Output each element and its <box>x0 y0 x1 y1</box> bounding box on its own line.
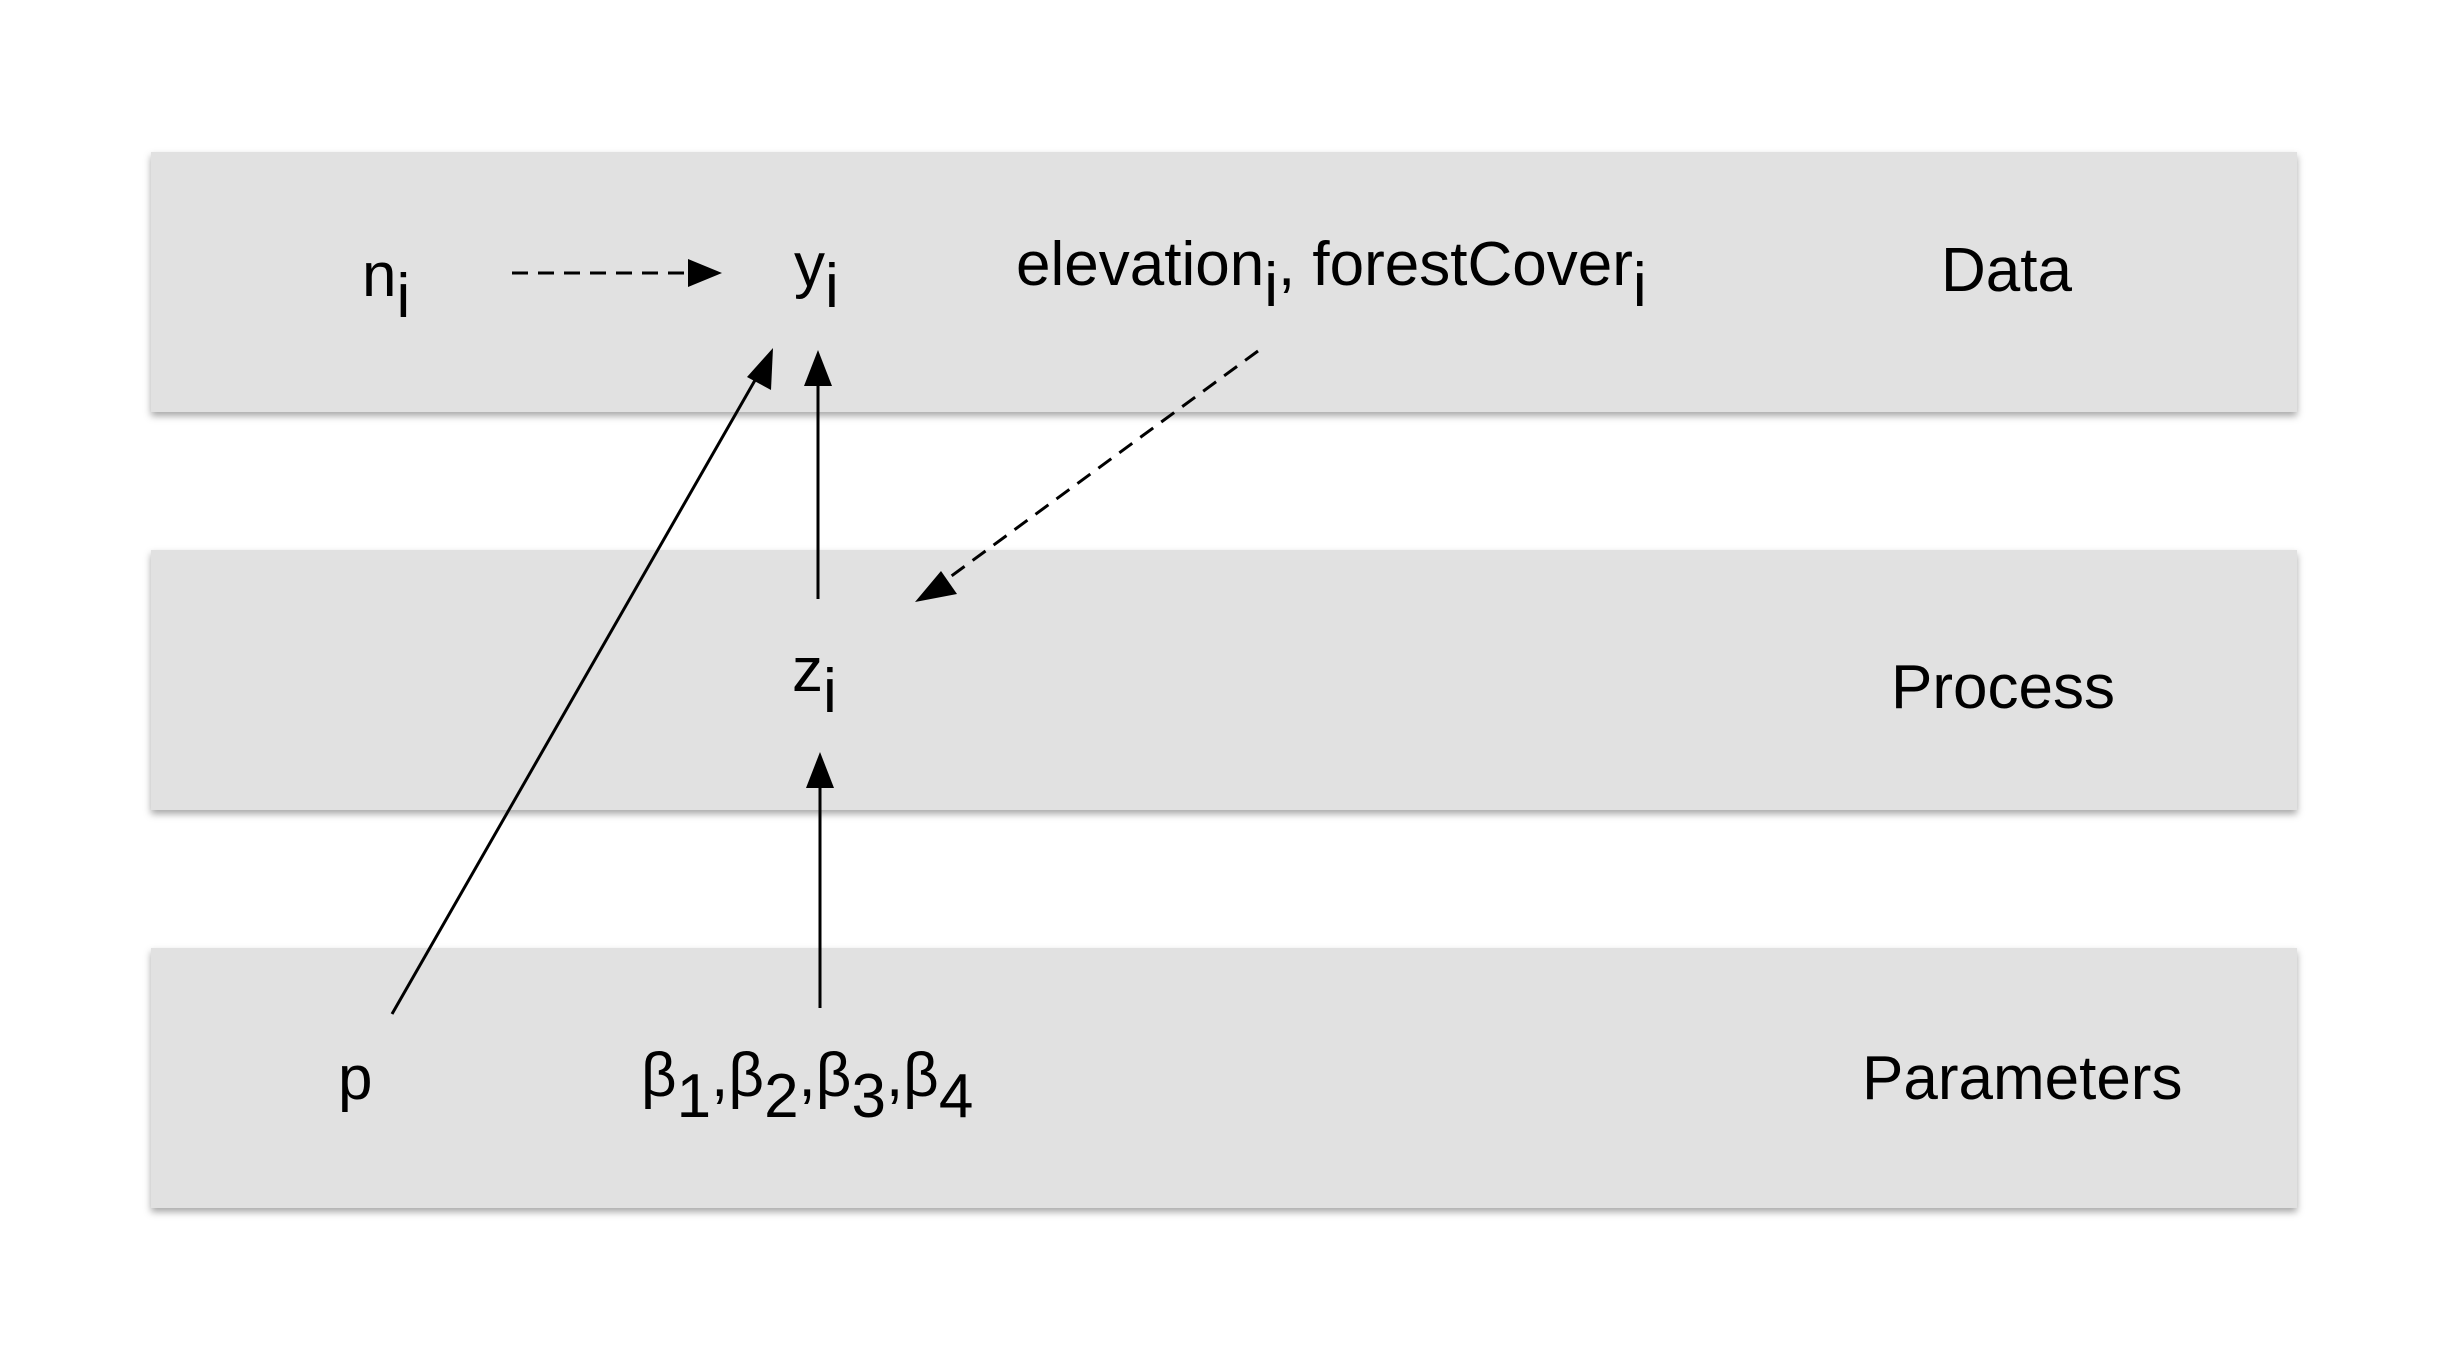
beta-3: β3 <box>815 1041 886 1132</box>
beta-separator: , <box>711 1041 729 1110</box>
node-z-base: z <box>792 636 823 705</box>
beta-separator: , <box>798 1041 816 1110</box>
covariate-separator: , <box>1277 230 1313 299</box>
covariate-elevation: elevationi <box>1016 230 1278 321</box>
process-layer-label: Process <box>1891 653 2115 722</box>
beta-2: β2 <box>728 1041 799 1132</box>
node-p: p <box>338 1044 373 1113</box>
data-layer-label: Data <box>1941 236 2072 305</box>
node-z-subscript: i <box>823 657 837 727</box>
covariate-forest-cover: forestCoveri <box>1312 230 1647 321</box>
node-covariates: elevationi, forestCoveri <box>1016 234 1647 317</box>
node-n: ni <box>362 245 410 328</box>
node-n-subscript: i <box>396 262 411 332</box>
node-y-base: y <box>794 231 825 300</box>
node-y: yi <box>794 235 839 318</box>
beta-4: β4 <box>903 1041 974 1132</box>
node-betas: β1,β2,β3,β4 <box>641 1045 973 1128</box>
parameters-layer-label: Parameters <box>1862 1044 2183 1113</box>
beta-separator: , <box>885 1041 904 1110</box>
node-z: zi <box>792 640 837 723</box>
node-n-base: n <box>362 241 397 310</box>
node-y-subscript: i <box>825 252 839 322</box>
beta-1: β1 <box>641 1041 712 1132</box>
